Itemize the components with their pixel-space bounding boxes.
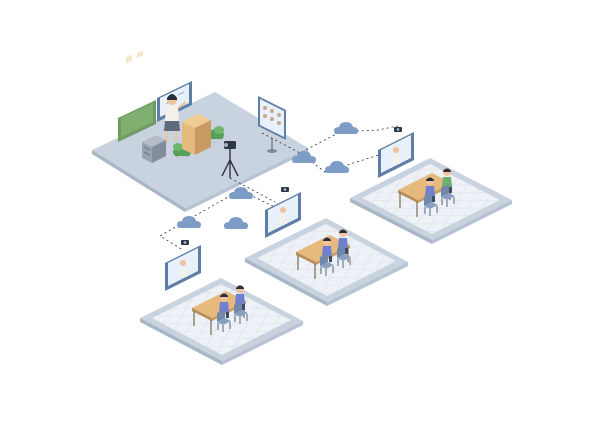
monitor-icon xyxy=(378,132,414,178)
teacher-studio xyxy=(92,50,308,212)
cloud-icon xyxy=(224,217,248,229)
monitor-icon xyxy=(165,245,201,291)
monitor-icon xyxy=(265,192,301,238)
teacher-icon xyxy=(164,94,187,142)
camera-icon xyxy=(394,127,402,132)
camera-icon xyxy=(181,240,189,245)
chalkboard-icon xyxy=(118,50,156,142)
cabinet xyxy=(142,135,166,163)
classroom-middle xyxy=(245,187,408,306)
classroom-left xyxy=(140,240,303,365)
cloud-icon xyxy=(177,216,201,228)
cloud-icon xyxy=(229,187,253,199)
plant-icon xyxy=(208,126,224,146)
classroom-right xyxy=(350,127,512,244)
cloud-icon xyxy=(325,161,349,173)
camera-icon xyxy=(221,141,239,178)
camera-icon xyxy=(281,187,289,192)
podium-icon xyxy=(182,114,211,155)
cloud-icon xyxy=(334,122,358,134)
studio-participants-monitor xyxy=(258,96,286,153)
